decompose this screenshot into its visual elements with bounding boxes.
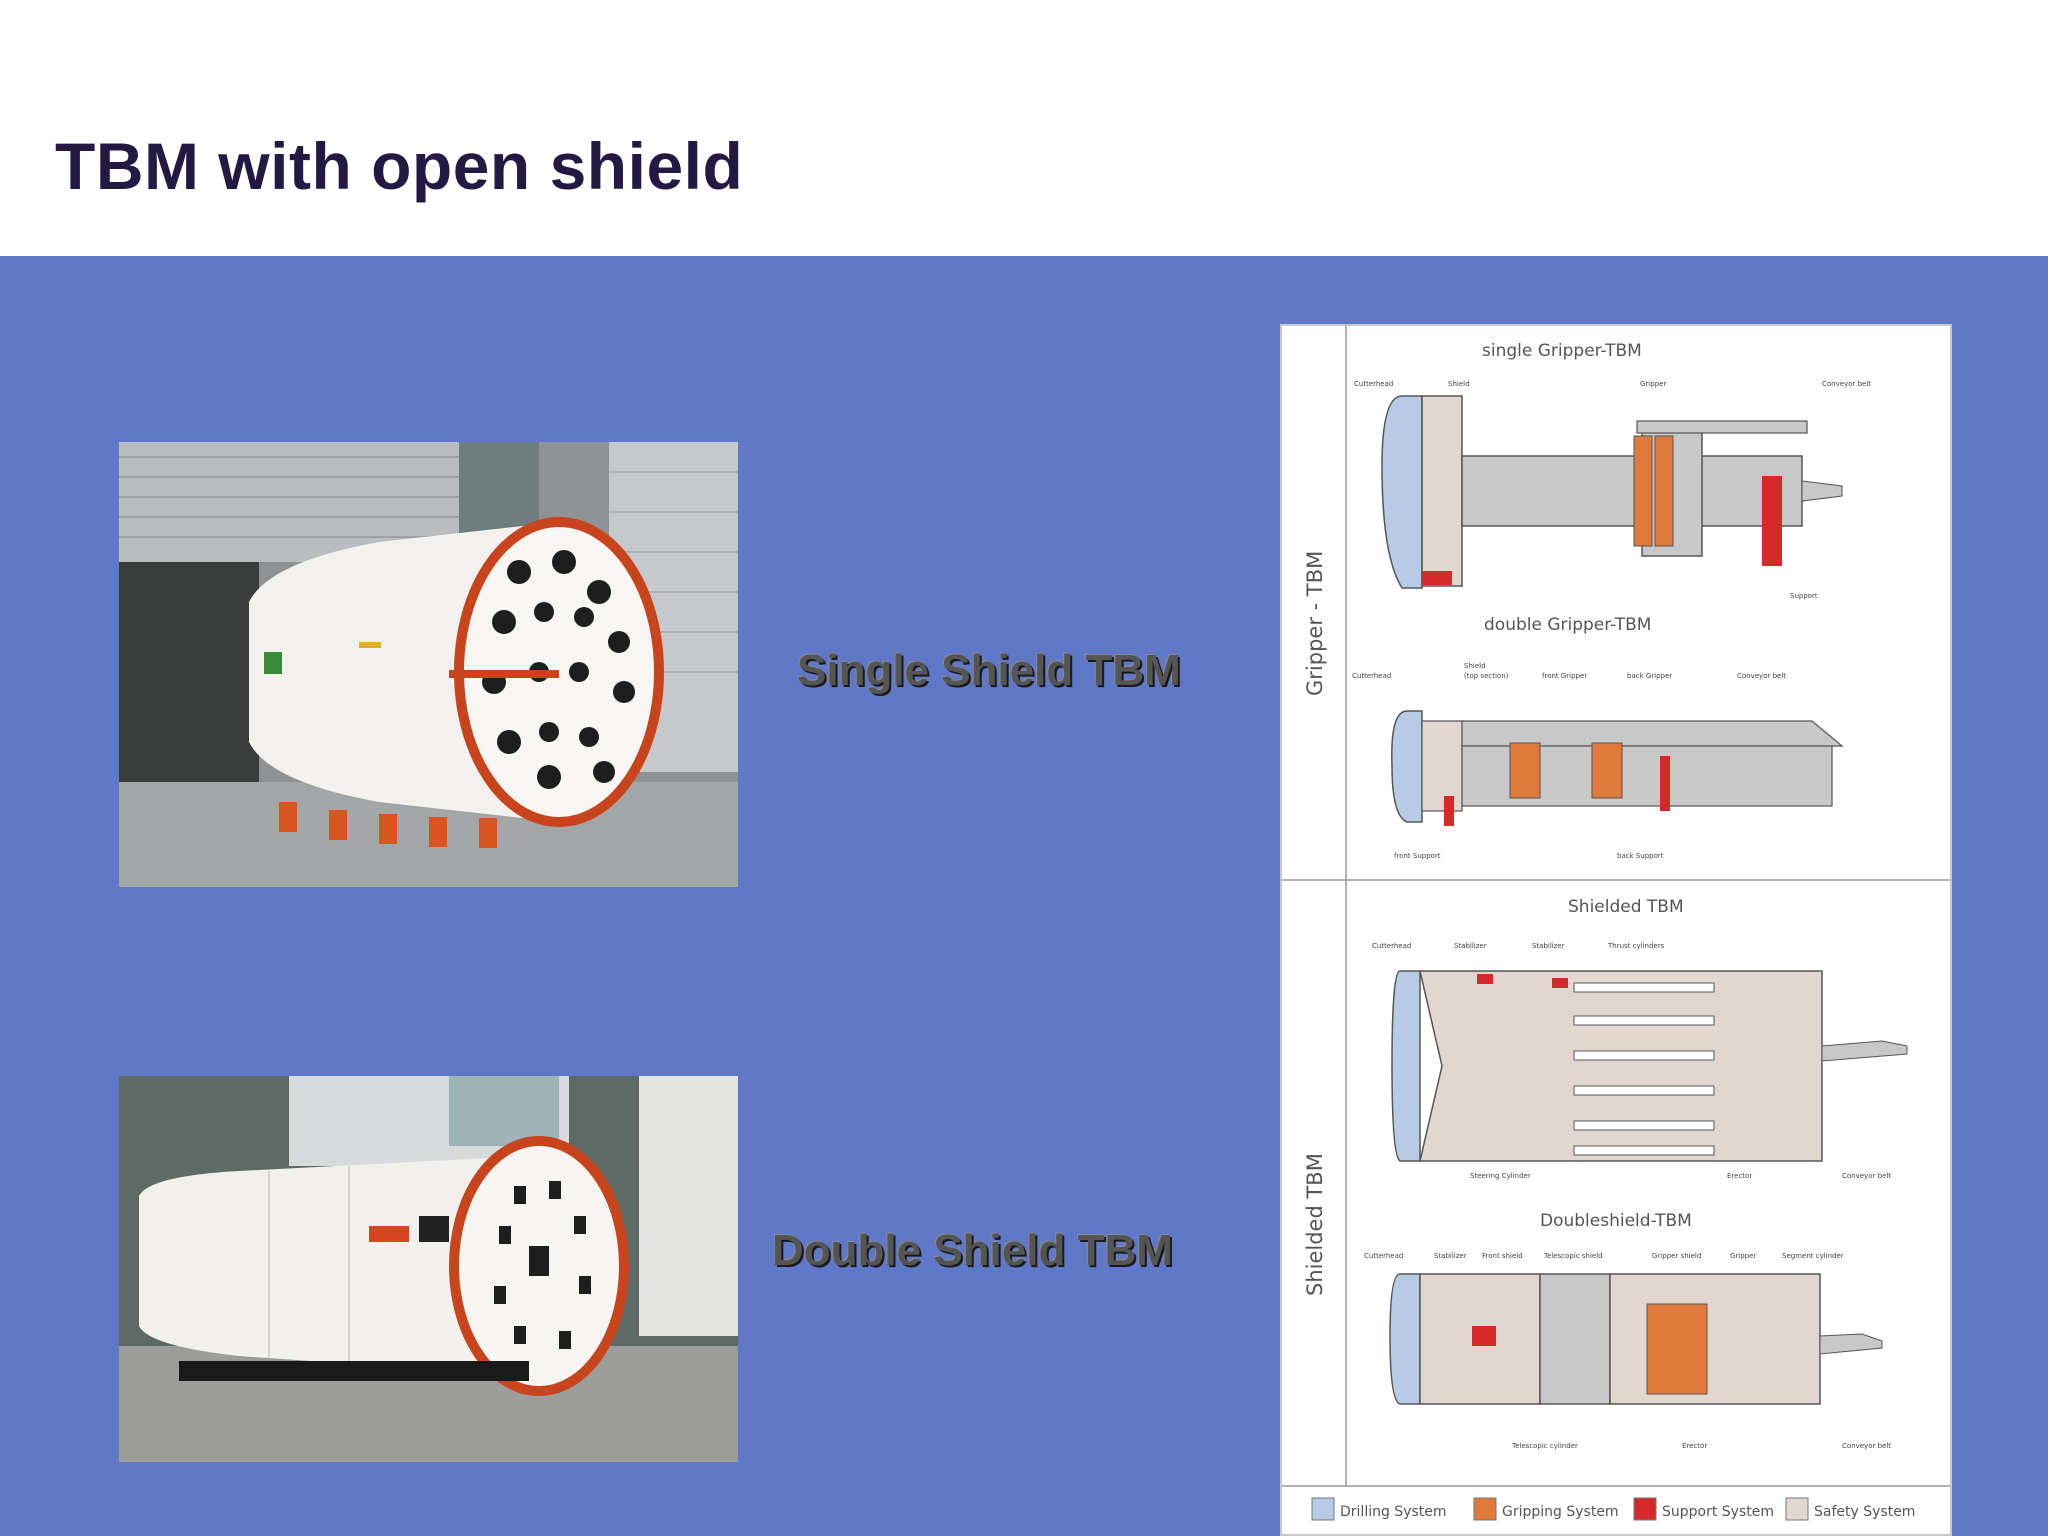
label-thrust-cylinders: Thrust cylinders [1607, 942, 1665, 950]
label-conveyor-belt-4: Conveyor belt [1842, 1442, 1891, 1450]
shielded-tbm-drawing: Shielded TBM Cutterhead Stabilizer Stabi… [1372, 897, 1908, 1180]
label-front-shield: Front shield [1482, 1252, 1523, 1260]
doubleshield-tbm-title: Doubleshield-TBM [1540, 1211, 1692, 1231]
legend-swatch-support [1633, 1497, 1657, 1521]
single-gripper-title: single Gripper-TBM [1482, 341, 1642, 361]
label-gripper-2: Gripper [1730, 1252, 1756, 1260]
label-stabilizer-b: Stabilizer [1532, 942, 1565, 950]
legend-swatch-safety [1785, 1497, 1809, 1521]
label-back-support: back Support [1617, 852, 1664, 860]
label-back-gripper: back Gripper [1627, 672, 1672, 680]
label-cutterhead: Cutterhead [1354, 380, 1393, 388]
double-shield-caption: Double Shield TBM [772, 1226, 1173, 1275]
label-steering-cylinder: Steering Cylinder [1470, 1172, 1531, 1180]
legend-gripping: Gripping System [1502, 1504, 1619, 1520]
label-top-section: (top section) [1464, 672, 1509, 680]
legend-support: Support System [1662, 1504, 1774, 1520]
tbm-types-diagram: Gripper - TBM Shielded TBM single Grippe… [1280, 324, 1952, 1536]
label-support: Support [1790, 592, 1818, 600]
single-gripper-tbm-drawing: single Gripper-TBM Cutterhead Shield Gri… [1354, 341, 1871, 600]
single-shield-tbm-photo [119, 442, 738, 887]
side-label-shielded: Shielded TBM [1303, 1153, 1327, 1296]
single-shield-caption: Single Shield TBM [797, 646, 1181, 695]
label-shield-2: Shield [1464, 662, 1486, 670]
label-gripper: Gripper [1640, 380, 1666, 388]
shielded-tbm-title: Shielded TBM [1568, 897, 1684, 917]
label-shield: Shield [1448, 380, 1470, 388]
side-label-gripper: Gripper - TBM [1303, 551, 1327, 696]
label-cutterhead-4: Cutterhead [1364, 1252, 1403, 1260]
label-conveyor-belt: Conveyor belt [1822, 380, 1871, 388]
label-front-support: front Support [1394, 852, 1441, 860]
double-gripper-title: double Gripper-TBM [1484, 615, 1651, 635]
label-erector: Erector [1727, 1172, 1752, 1180]
label-conveyor-belt-3: Conveyor belt [1842, 1172, 1891, 1180]
label-segment-cylinder: Segment cylinder [1782, 1252, 1844, 1260]
legend-drilling: Drilling System [1340, 1504, 1447, 1520]
legend-swatch-drilling [1311, 1497, 1335, 1521]
doubleshield-tbm-drawing: Doubleshield-TBM Cutterhead Stabilizer F… [1364, 1211, 1891, 1450]
content-band: Single Shield TBM Double Shield TBM Grip… [0, 256, 2048, 1536]
label-telescopic-cylinder: Telescopic cylinder [1511, 1442, 1578, 1450]
label-erector-2: Erector [1682, 1442, 1707, 1450]
double-shield-tbm-photo [119, 1076, 738, 1462]
label-stabilizer-c: Stabilizer [1434, 1252, 1467, 1260]
double-gripper-tbm-drawing: double Gripper-TBM Cutterhead Shield (to… [1352, 615, 1844, 860]
diagram-legend: Drilling System Gripping System Support … [1311, 1497, 1915, 1521]
legend-swatch-gripping [1473, 1497, 1497, 1521]
slide-title: TBM with open shield [55, 129, 744, 203]
label-telescopic-shield: Telescopic shield [1543, 1252, 1603, 1260]
legend-safety: Safety System [1814, 1504, 1915, 1520]
label-front-gripper: front Gripper [1542, 672, 1587, 680]
label-stabilizer-a: Stabilizer [1454, 942, 1487, 950]
label-cutterhead-3: Cutterhead [1372, 942, 1411, 950]
label-cutterhead-2: Cutterhead [1352, 672, 1391, 680]
label-conveyor-belt-2: Conveyor belt [1737, 672, 1786, 680]
label-gripper-shield: Gripper shield [1652, 1252, 1701, 1260]
